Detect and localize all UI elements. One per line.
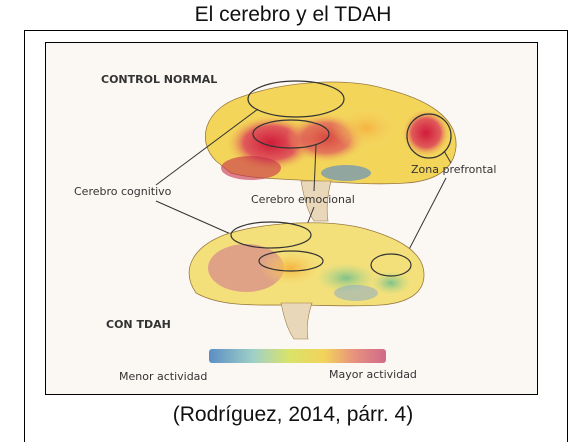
legend-mayor-actividad: Mayor actividad — [329, 368, 417, 381]
table-border-left — [24, 30, 25, 442]
figure-caption: (Rodríguez, 2014, párr. 4) — [172, 403, 414, 426]
activity-legend-bar — [209, 349, 386, 363]
table-border-top — [24, 30, 568, 31]
label-zona-prefrontal: Zona prefrontal — [411, 163, 496, 176]
label-cerebro-cognitivo: Cerebro cognitivo — [74, 185, 172, 198]
brain-figure: CONTROL NORMAL Cerebro cognitivo Cerebro… — [74, 73, 496, 383]
legend-menor-actividad: Menor actividad — [119, 370, 207, 383]
label-cerebro-emocional: Cerebro emocional — [251, 193, 355, 206]
control-normal-label: CONTROL NORMAL — [101, 73, 217, 86]
brain-figure-frame: CONTROL NORMAL Cerebro cognitivo Cerebro… — [45, 42, 538, 395]
figure-title: El cerebro y el TDAH — [194, 3, 392, 26]
table-border-right — [567, 30, 568, 442]
con-tdah-label: CON TDAH — [106, 318, 171, 331]
brain-con-tdah — [188, 221, 425, 340]
brain-control-normal — [204, 80, 457, 222]
